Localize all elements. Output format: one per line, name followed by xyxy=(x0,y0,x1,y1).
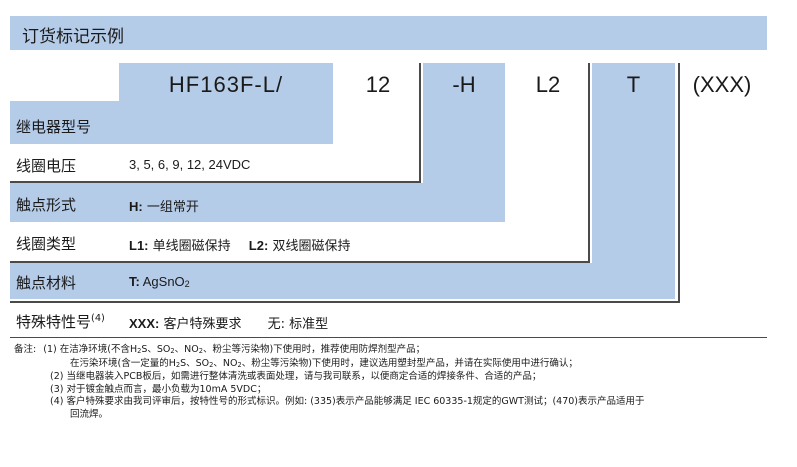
section-header: 订货标记示例 xyxy=(10,16,767,50)
coil-key-2: L2: xyxy=(248,238,269,253)
special-value-1: 客户特殊要求 xyxy=(163,317,242,332)
material-key: T: xyxy=(129,274,140,289)
material-label-bar xyxy=(10,263,675,299)
special-key-2: 无: xyxy=(267,317,286,332)
note-1: 备注: (1) 在洁净环境(不含H2S、SO2、NO2、粉尘等污染物)下使用时，… xyxy=(14,344,426,355)
special-key: XXX: xyxy=(129,316,160,331)
special-bottom-line xyxy=(10,337,767,338)
coil-key-1: L1: xyxy=(129,238,149,253)
note-1b: 在污染环境(含一定量的H2S、SO2、NO2、粉尘等污染物)下使用时，建议选用塑… xyxy=(70,357,578,369)
contact-label: 触点形式 xyxy=(16,196,77,214)
contact-row: H: 一组常开 xyxy=(129,196,199,215)
special-vline xyxy=(678,63,680,303)
special-value-2: 标准型 xyxy=(289,317,329,332)
coil-vline xyxy=(588,63,590,263)
contact-value: 一组常开 xyxy=(146,200,199,215)
model-label-bar xyxy=(10,101,333,144)
code-voltage: 12 xyxy=(365,72,391,97)
contact-key: H: xyxy=(129,199,143,214)
material-subscript: 2 xyxy=(184,279,190,289)
section-title: 订货标记示例 xyxy=(22,27,124,47)
voltage-hline xyxy=(10,181,421,183)
material-row: T: AgSnO2 xyxy=(129,274,190,289)
voltage-vline xyxy=(419,63,421,182)
material-block xyxy=(592,63,675,263)
notes-prefix: 备注: xyxy=(14,344,37,355)
note-2: (2) 当继电器装入PCB板后，如需进行整体清洗或表面处理，请与我司联系，以便商… xyxy=(50,371,542,382)
coil-row: L1: 单线圈磁保持 L2: 双线圈磁保持 xyxy=(129,235,350,254)
special-row: XXX: 客户特殊要求 无: 标准型 xyxy=(129,313,328,332)
coil-value-2: 双线圈磁保持 xyxy=(272,239,351,254)
special-label-note: (4) xyxy=(91,313,105,324)
code-model: HF163F-L/ xyxy=(168,72,284,97)
coil-value-1: 单线圈磁保持 xyxy=(152,239,231,254)
special-label: 特殊特性号(4) xyxy=(16,311,105,332)
voltage-value: 3, 5, 6, 9, 12, 24VDC xyxy=(129,157,251,172)
contact-label-bar xyxy=(10,183,505,222)
code-special: (XXX) xyxy=(692,72,752,97)
coil-label: 线圈类型 xyxy=(16,235,77,253)
material-value: AgSnO xyxy=(142,274,185,289)
note-3: (3) 对于镀金触点而言，最小负载为10mA 5VDC； xyxy=(50,383,267,395)
note-1-number: (1) xyxy=(43,344,57,355)
special-label-text: 特殊特性号 xyxy=(16,313,92,331)
note-4: (4) 客户特殊要求由我司评审后，按特性号的形式标识。例如: (335)表示产品… xyxy=(50,396,645,407)
code-material: T xyxy=(626,72,641,97)
coil-hline xyxy=(10,261,590,263)
code-contact: -H xyxy=(452,72,476,97)
note-4-cont: 回流焊。 xyxy=(70,408,109,420)
special-hline xyxy=(10,301,680,303)
notes: 备注: (1) 在洁净环境(不含H2S、SO2、NO2、粉尘等污染物)下使用时，… xyxy=(14,344,784,421)
model-label: 继电器型号 xyxy=(16,118,92,136)
contact-block xyxy=(423,63,505,183)
material-label: 触点材料 xyxy=(16,274,77,292)
voltage-label: 线圈电压 xyxy=(16,157,77,175)
code-coil: L2 xyxy=(535,72,561,97)
